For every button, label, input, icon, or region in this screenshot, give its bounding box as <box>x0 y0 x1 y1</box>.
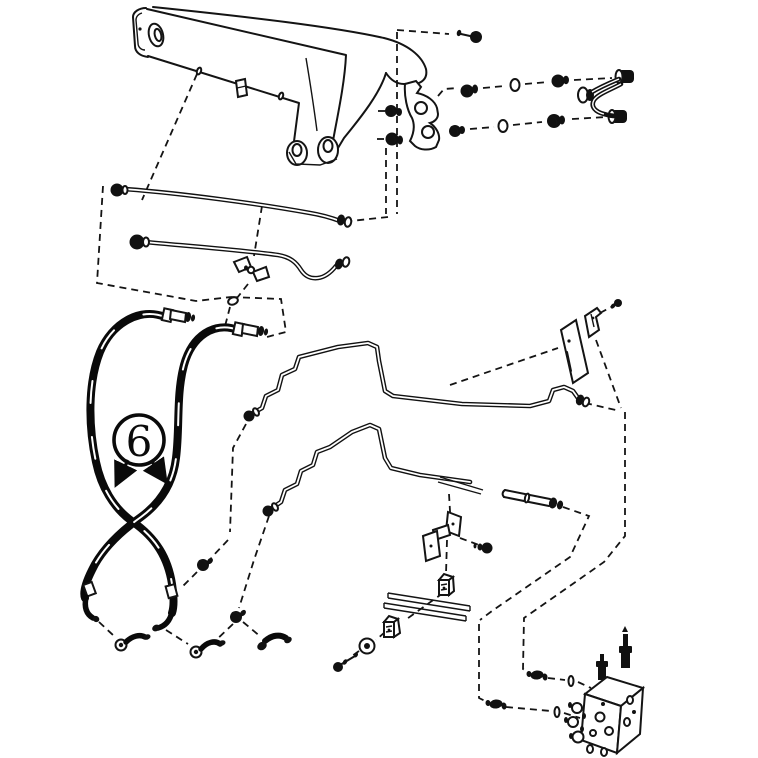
arm-port-nub <box>277 91 285 101</box>
butterfly-clamp <box>232 255 271 283</box>
steel-tube-upper <box>110 183 353 228</box>
arm-port-nub <box>195 66 203 76</box>
callout-arrow-left <box>114 459 138 488</box>
angle-clamp <box>583 299 622 339</box>
banjo-fittings <box>114 632 292 659</box>
bolt-lower-left <box>333 652 359 672</box>
bracket-bolts <box>385 105 403 146</box>
inline-ball-fittings <box>197 557 246 623</box>
callout-6: 6 <box>112 413 168 488</box>
callout-arrow-right <box>142 456 168 485</box>
hydraulic-hose-right <box>80 321 269 623</box>
mount-bracket <box>403 79 441 151</box>
jumper-hose <box>577 76 624 119</box>
washer <box>358 637 376 655</box>
short-tube-segment <box>501 489 564 510</box>
hydraulic-hose-left <box>86 307 196 632</box>
loader-arm <box>132 6 428 166</box>
assembly-dashed-leaders <box>96 29 626 719</box>
strap-bracket <box>559 318 590 385</box>
clamp-block-upper <box>436 572 456 598</box>
tie-rods <box>383 592 471 622</box>
zigzag-tube-upper <box>243 340 591 422</box>
small-seal-fitting <box>227 296 239 306</box>
clamp-bolt <box>614 299 622 307</box>
z-bracket <box>421 510 463 563</box>
arm-clamp-tab <box>234 77 249 99</box>
top-bolt <box>456 29 482 43</box>
callout-label: 6 <box>126 417 153 466</box>
fitting-row-lower <box>449 109 627 137</box>
steel-tube-lower <box>129 234 351 281</box>
callout-circle <box>112 413 166 467</box>
inline-fittings <box>485 670 575 718</box>
z-bracket-bolt <box>473 542 493 554</box>
control-valve <box>564 626 646 757</box>
clamp-block-lower <box>381 614 402 639</box>
zigzag-tube-lower <box>262 422 484 517</box>
